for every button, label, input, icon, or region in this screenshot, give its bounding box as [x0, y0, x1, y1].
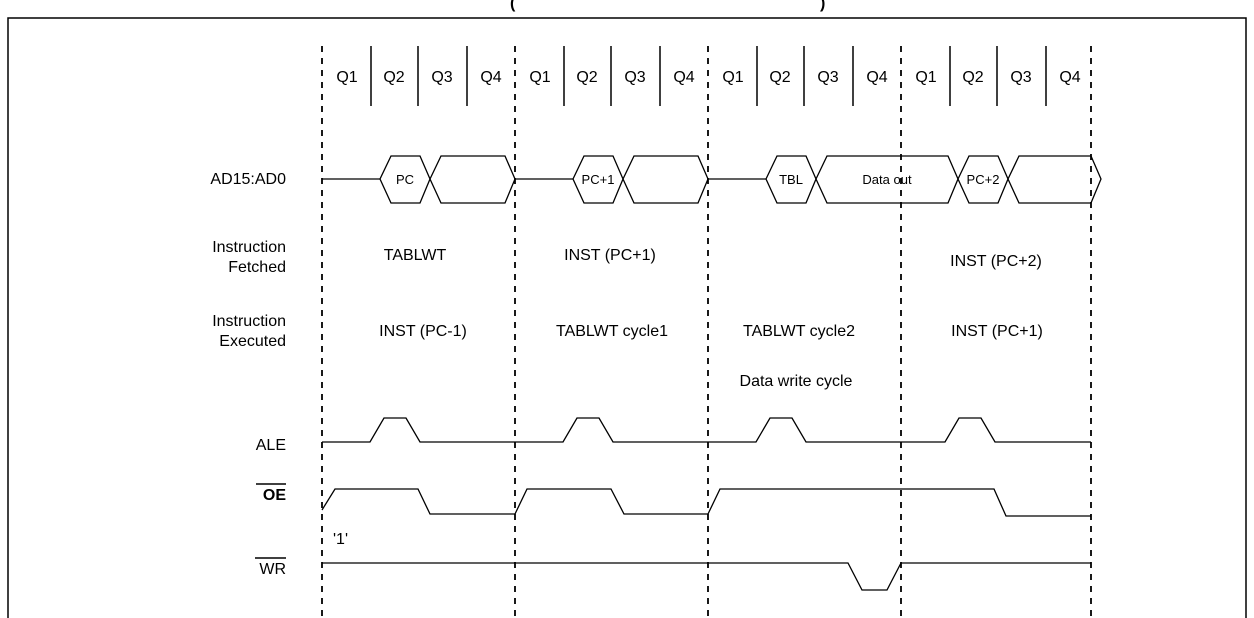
signal-label-wr: WR — [259, 561, 286, 578]
bus-label-data-out: Data out — [862, 172, 912, 187]
oe-waveform — [321, 488, 1091, 517]
executed-row: INST (PC-1) TABLWT cycle1 TABLWT cycle2 … — [379, 323, 1043, 390]
signal-label-bus: AD15:AD0 — [210, 171, 286, 188]
q-label: Q3 — [431, 69, 452, 86]
q-label: Q4 — [866, 69, 887, 86]
fetched-cell: INST (PC+2) — [950, 253, 1042, 270]
bus-label-pc1: PC+1 — [582, 172, 615, 187]
bus-segment-data — [1007, 155, 1102, 204]
signal-label-fetched-1: Instruction — [212, 239, 286, 256]
q-label: Q4 — [673, 69, 694, 86]
q-label: Q2 — [576, 69, 597, 86]
ale-waveform — [322, 417, 1091, 443]
signal-label-oe: OE — [263, 487, 286, 504]
signal-labels: AD15:AD0 Instruction Fetched Instruction… — [210, 171, 286, 578]
q-label: Q2 — [769, 69, 790, 86]
bus-segment-data — [429, 155, 516, 204]
q-label: Q4 — [480, 69, 501, 86]
q-separators — [370, 46, 1047, 106]
q-label: Q3 — [817, 69, 838, 86]
bus-segment-data — [622, 155, 709, 204]
bus-label-pc: PC — [396, 172, 414, 187]
executed-cell: TABLWT cycle2 — [743, 323, 855, 340]
wr-initial-value: '1' — [333, 531, 348, 548]
bus-waveform: PC PC+1 TBL Data out PC+2 — [322, 155, 1102, 204]
data-write-cycle-note: Data write cycle — [740, 373, 853, 390]
header-fragment-right: ) — [820, 0, 825, 12]
q-label: Q1 — [529, 69, 550, 86]
executed-cell: INST (PC-1) — [379, 323, 467, 340]
q-label: Q2 — [383, 69, 404, 86]
q-label: Q3 — [1010, 69, 1031, 86]
diagram-frame — [7, 17, 1247, 618]
bus-label-tbl: TBL — [779, 172, 803, 187]
q-label: Q4 — [1059, 69, 1080, 86]
q-label: Q1 — [722, 69, 743, 86]
signal-label-fetched-2: Fetched — [228, 259, 286, 276]
executed-cell: INST (PC+1) — [951, 323, 1043, 340]
fetched-cell: INST (PC+1) — [564, 247, 656, 264]
fetched-cell: TABLWT — [384, 247, 447, 264]
signal-label-ale: ALE — [256, 437, 286, 454]
q-label: Q1 — [336, 69, 357, 86]
signal-label-executed-2: Executed — [219, 333, 286, 350]
q-label: Q3 — [624, 69, 645, 86]
fetched-row: TABLWT INST (PC+1) INST (PC+2) — [384, 247, 1042, 270]
wr-waveform — [322, 562, 1091, 591]
executed-cell: TABLWT cycle1 — [556, 323, 668, 340]
q-label: Q1 — [915, 69, 936, 86]
bus-label-pc2: PC+2 — [967, 172, 1000, 187]
signal-label-executed-1: Instruction — [212, 313, 286, 330]
header-fragment: ( — [510, 0, 516, 12]
q-label: Q2 — [962, 69, 983, 86]
q-label-row: Q1 Q2 Q3 Q4 Q1 Q2 Q3 Q4 Q1 Q2 Q3 Q4 Q1 Q… — [336, 69, 1080, 86]
